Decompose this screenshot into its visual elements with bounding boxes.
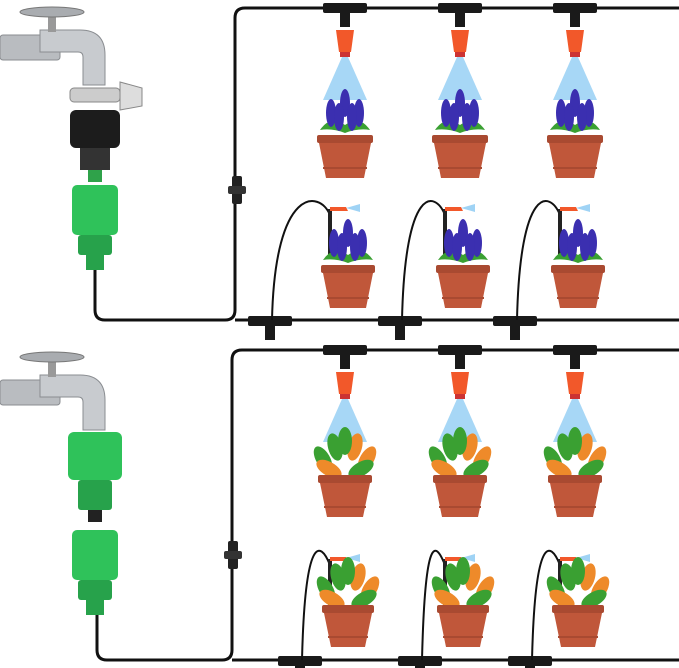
drip-tube (301, 549, 331, 661)
inline-valve-icon (228, 176, 246, 204)
drip-stake-icon (328, 204, 360, 257)
flower-pot-icon (551, 265, 605, 308)
drip-stake-icon (558, 204, 590, 257)
drip-tube (421, 549, 446, 661)
flower-pot-icon (548, 475, 602, 517)
tee-connector-icon (553, 345, 597, 369)
tee-connector-icon (493, 316, 537, 340)
mist-nozzle-icon (438, 30, 482, 100)
faucet-adapter-black (70, 110, 120, 182)
faucet-icon (0, 351, 106, 431)
flower-pot-icon (436, 265, 490, 308)
flower-purple-icon (323, 219, 373, 263)
tee-connector-icon (248, 316, 292, 340)
tee-connector-icon (398, 656, 442, 668)
faucet-icon (0, 6, 106, 86)
flower-pot-icon (317, 135, 373, 178)
drip-tube (401, 200, 446, 321)
quick-connector-green (72, 185, 118, 270)
flower-purple-icon (320, 89, 370, 133)
flower-pot-icon (322, 605, 374, 647)
drip-tube (516, 200, 561, 321)
tube (95, 348, 679, 662)
mist-nozzle-icon (323, 372, 367, 442)
flower-purple-icon (438, 219, 488, 263)
tee-connector-icon (438, 3, 482, 27)
tube (93, 6, 679, 322)
hose-clamp-icon (69, 81, 143, 111)
leaf-plant-icon (431, 557, 495, 609)
tee-connector-icon (378, 316, 422, 340)
flower-pot-icon (321, 265, 375, 308)
tee-connector-icon (323, 3, 367, 27)
tee-connector-icon (553, 3, 597, 27)
flower-purple-icon (435, 89, 485, 133)
tee-connector-icon (278, 656, 322, 668)
flower-pot-icon (433, 475, 487, 517)
tee-connector-icon (508, 656, 552, 668)
leaf-plant-icon (428, 427, 492, 479)
flower-pot-icon (552, 605, 604, 647)
mist-nozzle-icon (438, 372, 482, 442)
faucet-adapter-green (68, 432, 122, 522)
leaf-plant-icon (313, 427, 377, 479)
leaf-plant-icon (546, 557, 610, 609)
tee-connector-icon (323, 345, 367, 369)
leaf-plant-icon (543, 427, 607, 479)
drip-stake-icon (443, 204, 475, 257)
drip-tube (531, 549, 561, 661)
flower-purple-icon (553, 219, 603, 263)
mist-nozzle-icon (553, 372, 597, 442)
flower-pot-icon (432, 135, 488, 178)
mist-nozzle-icon (553, 30, 597, 100)
leaf-plant-icon (316, 557, 380, 609)
flower-pot-icon (547, 135, 603, 178)
inline-valve-icon (224, 541, 242, 569)
tee-connector-icon (438, 345, 482, 369)
drip-tube (271, 200, 331, 321)
flower-pot-icon (437, 605, 489, 647)
flower-pot-icon (318, 475, 372, 517)
flower-purple-icon (550, 89, 600, 133)
quick-connector-green (72, 530, 118, 615)
mist-nozzle-icon (323, 30, 367, 100)
